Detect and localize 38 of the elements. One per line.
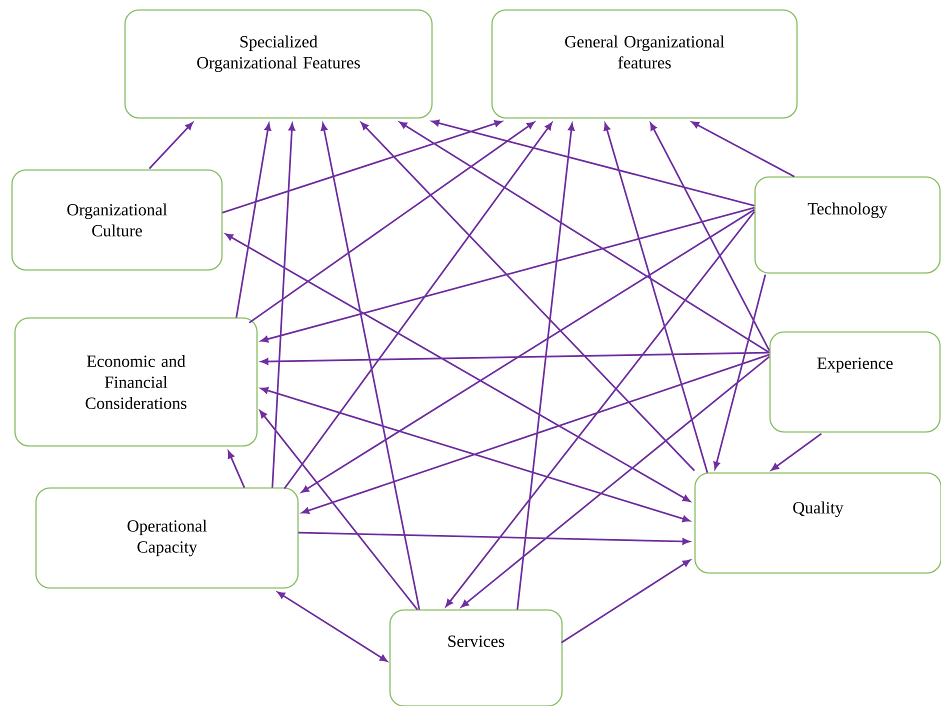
arrow [560,560,690,644]
arrow [228,450,246,488]
process-box: General Organizational features [491,9,798,119]
arrow [225,233,690,502]
arrow [399,122,770,354]
arrow [260,206,755,342]
process-box: Quality [694,472,941,574]
arrow [236,123,272,318]
process-box: Technology [754,176,941,274]
arrow [148,122,193,170]
arrow [284,122,552,490]
arrow [301,208,755,493]
arrow [516,123,575,610]
arrow [461,356,770,608]
arrow [260,387,690,522]
arrow [260,410,418,610]
arrow [302,354,770,514]
arrow [604,122,708,473]
arrow [272,123,296,488]
process-box: Services [389,609,563,706]
arrow [260,352,770,365]
process-box: Economic and Financial Considerations [14,317,258,447]
arrow [446,211,756,607]
arrow [222,120,502,214]
arrow [650,122,770,352]
arrow [360,122,695,472]
process-box: Specialized Organizational Features [124,9,433,119]
process-box: Operational Capacity [35,487,299,589]
arrow [248,122,534,324]
process-box: Experience [769,331,941,433]
process-box: Organizational Culture [11,169,223,271]
arrow [691,121,795,178]
arrow [771,432,822,471]
arrow [713,274,766,470]
arrow [277,592,388,662]
arrow [320,123,420,610]
arrow [298,532,690,545]
arrow [432,120,755,206]
